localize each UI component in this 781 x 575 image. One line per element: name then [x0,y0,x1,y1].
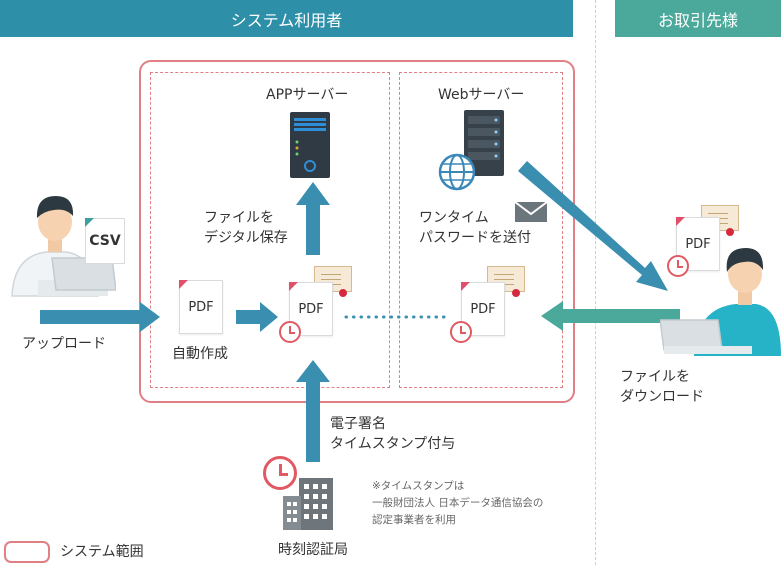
legend-swatch [4,541,50,563]
timestamp-up-arrow [296,360,330,462]
download-arrow [541,301,680,331]
pdf-to-timestamp-arrow [236,302,278,332]
web-server-label: Webサーバー [438,87,525,103]
header-clients: お取引先様 [615,0,781,37]
building-icon [283,478,333,530]
clock-icon [279,321,301,343]
section-divider [595,0,596,565]
timestamp-note: ※タイムスタンプは一般財団法人 日本データ通信協会の認定事業者を利用 [372,480,544,526]
app-server-icon [290,112,330,178]
web-zone [399,72,563,388]
pdf-file-icon-client: PDF [676,217,720,271]
auto-create-label: 自動作成 [172,346,228,362]
web-to-client-arrow [518,161,668,291]
pdf-file-icon-generated: PDF [179,280,223,334]
client-user-icon [660,248,781,356]
upload-label: アップロード [22,336,106,352]
legend-label: システム範囲 [60,544,144,560]
globe-icon [438,153,476,191]
web-server-icon [464,110,504,176]
app-server-label: APPサーバー [266,87,349,103]
mail-icon [514,201,548,222]
clock-icon [667,255,689,277]
upload-arrow [40,302,160,332]
download-label: ファイルをダウンロード [620,369,704,405]
save-to-app-arrow [296,182,330,255]
digital-save-label: ファイルをデジタル保存 [204,210,288,246]
timestamp-label: 電子署名タイムスタンプ付与 [330,416,456,452]
clock-icon-large [263,456,297,490]
otp-send-label: ワンタイムパスワードを送付 [419,210,531,246]
clock-icon [450,321,472,343]
system-scope-frame [139,60,575,403]
csv-file-icon: CSV [85,218,125,264]
system-user-icon [11,196,116,297]
app-zone [150,72,390,388]
authority-label: 時刻認証局 [278,542,348,558]
header-system-users: システム利用者 [0,0,573,37]
